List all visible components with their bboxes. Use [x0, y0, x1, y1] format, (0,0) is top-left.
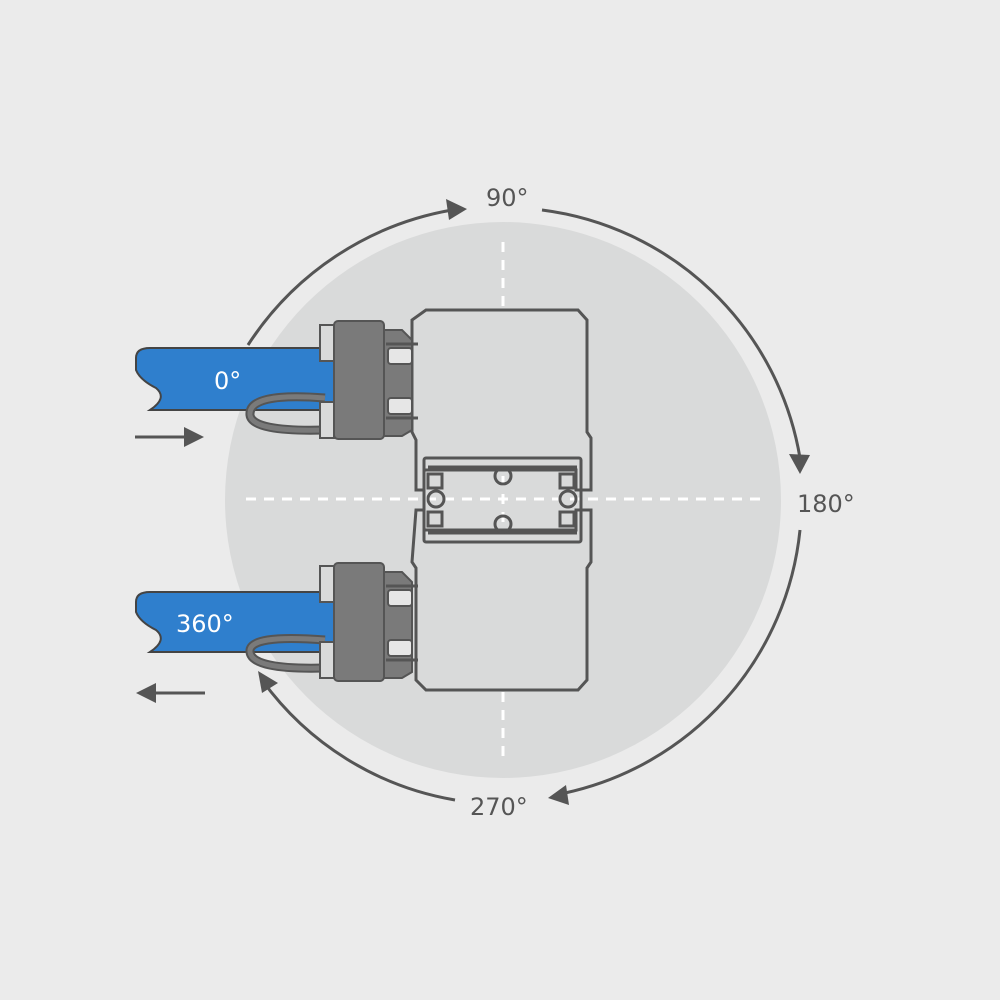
arrowhead-180-icon [789, 454, 810, 474]
crosshair [246, 242, 762, 760]
label-180: 180° [797, 490, 855, 518]
label-270: 270° [470, 793, 528, 821]
lower-connector [135, 562, 418, 682]
upper-connector [135, 320, 418, 440]
arrowhead-90-icon [446, 199, 467, 220]
arrowhead-270-icon [548, 785, 569, 805]
pipe-label-360: 360° [176, 610, 234, 638]
label-90: 90° [486, 184, 529, 212]
lower-housing [410, 508, 593, 692]
flow-out-arrow-icon [136, 683, 205, 703]
pipe-label-0: 0° [214, 367, 241, 395]
flow-in-arrow-icon [135, 427, 204, 447]
rotation-arc [246, 208, 802, 802]
arrowhead-360-icon [258, 671, 278, 693]
upper-housing [410, 308, 593, 492]
center-coupling [422, 456, 583, 544]
